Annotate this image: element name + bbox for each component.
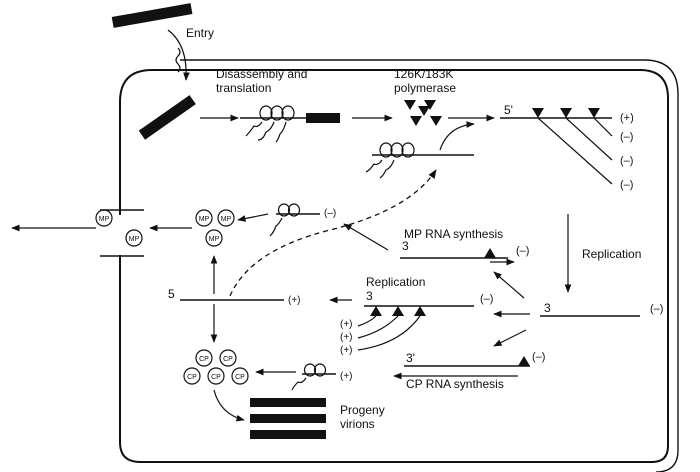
nascent-peptides-cp bbox=[291, 377, 307, 391]
disassembly-label-line1: Disassembly and bbox=[216, 67, 307, 81]
ribosomes-cp bbox=[303, 363, 327, 377]
replication-right-label: Replication bbox=[582, 247, 641, 261]
ribosomes-mp bbox=[277, 203, 301, 217]
mp-protein-label: MP bbox=[221, 216, 232, 223]
top-5prime: 5' bbox=[504, 103, 513, 117]
mp-protein-label: MP bbox=[99, 216, 110, 223]
cp-protein-label: CP bbox=[235, 374, 245, 381]
rep-minus-label: (–) bbox=[480, 293, 493, 305]
mp-3-label: 3 bbox=[402, 239, 409, 253]
cell-membrane bbox=[119, 69, 669, 463]
disassembling-virion bbox=[138, 95, 196, 140]
entering-virion bbox=[111, 3, 193, 28]
cp-protein-label: CP bbox=[187, 374, 197, 381]
top-minus-strand-1 bbox=[593, 117, 613, 137]
top-minus-strand-3 bbox=[537, 117, 613, 185]
ribosomes-top bbox=[259, 105, 295, 121]
mp-rna-synthesis-label: MP RNA synthesis bbox=[404, 227, 503, 241]
mp-polymerase-triangle bbox=[484, 248, 496, 258]
cp-protein-label: CP bbox=[199, 356, 209, 363]
arrow-to-cp-synthesis bbox=[493, 329, 527, 347]
progeny-label-line1: Progeny bbox=[340, 403, 385, 417]
nascent-peptides-mp bbox=[269, 217, 283, 237]
capsid-fragment bbox=[306, 113, 340, 123]
top-minus-label-3: (–) bbox=[620, 179, 633, 191]
replication-center-label: Replication bbox=[366, 275, 425, 289]
right-minus-label: (–) bbox=[650, 303, 663, 315]
cp-3prime-label: 3' bbox=[406, 351, 415, 365]
cell-wall bbox=[180, 59, 679, 472]
ss-plus-label-2: (+) bbox=[340, 332, 353, 343]
right-3-label: 3 bbox=[544, 301, 551, 315]
dashed-recycling-arrow bbox=[229, 169, 437, 297]
top-minus-label-1: (–) bbox=[620, 131, 633, 143]
ss-plus-label-3: (+) bbox=[340, 345, 353, 356]
rep-plus-strand-2 bbox=[357, 315, 399, 339]
polymerase-label-line2: polymerase bbox=[394, 81, 456, 95]
top-minus-label-2: (–) bbox=[620, 155, 633, 167]
mp-protein-cluster: MP MP MP bbox=[195, 209, 235, 247]
rep-3-label: 3 bbox=[366, 289, 373, 303]
mp-transcript-minus-label: (–) bbox=[324, 208, 336, 219]
cp-protein-label: CP bbox=[223, 356, 233, 363]
disassembly-label-line2: translation bbox=[216, 81, 271, 95]
nascent-peptides-second bbox=[365, 159, 395, 179]
cp-plus-label: (+) bbox=[340, 371, 353, 382]
entry-label: Entry bbox=[186, 26, 214, 40]
progeny-label-line2: virions bbox=[340, 417, 375, 431]
plasmodesma-gap bbox=[114, 215, 128, 255]
rep-plus-strand-1 bbox=[357, 315, 377, 327]
top-polymerase-triangles bbox=[532, 108, 600, 118]
ss-plus-label-1: (+) bbox=[340, 319, 353, 330]
cp-rna-synthesis-label: CP RNA synthesis bbox=[406, 377, 504, 391]
assembly-arrow bbox=[213, 389, 245, 422]
progeny-virions bbox=[250, 398, 326, 439]
mp-protein-label: MP bbox=[199, 216, 210, 223]
mp-protein-arrow bbox=[237, 213, 269, 222]
mp-protein-label: MP bbox=[209, 236, 220, 243]
polymerase-label-line1: 126K/183K bbox=[394, 67, 453, 81]
entry-arrow bbox=[167, 29, 190, 81]
nascent-peptides-top bbox=[245, 121, 287, 143]
plasmodesma-mp: MP MP bbox=[95, 209, 143, 247]
entry-rna-squiggle bbox=[175, 47, 181, 73]
top-plus-label: (+) bbox=[620, 112, 634, 124]
ribosomes-second bbox=[379, 142, 415, 158]
rep-plus-strand-3 bbox=[357, 315, 421, 351]
cp-minus-label: (–) bbox=[532, 351, 545, 363]
cp-protein-label: CP bbox=[211, 374, 221, 381]
mp-rna-to-translation-arrow bbox=[343, 223, 389, 251]
second-polymerase-arrow bbox=[439, 121, 475, 151]
rep-polymerase-triangles bbox=[370, 306, 426, 316]
top-minus-strand-2 bbox=[565, 117, 613, 161]
genomic-plus-label: (+) bbox=[288, 295, 301, 306]
cp-polymerase-triangle bbox=[518, 356, 530, 366]
genomic-5-label: 5 bbox=[168, 287, 175, 301]
cp-protein-cluster: CP CP CP CP CP bbox=[183, 349, 249, 385]
mp-minus-label: (–) bbox=[516, 245, 529, 257]
mp-protein-label: MP bbox=[129, 236, 140, 243]
arrow-to-mp-synthesis bbox=[493, 271, 525, 299]
polymerase-triangles bbox=[404, 100, 442, 126]
